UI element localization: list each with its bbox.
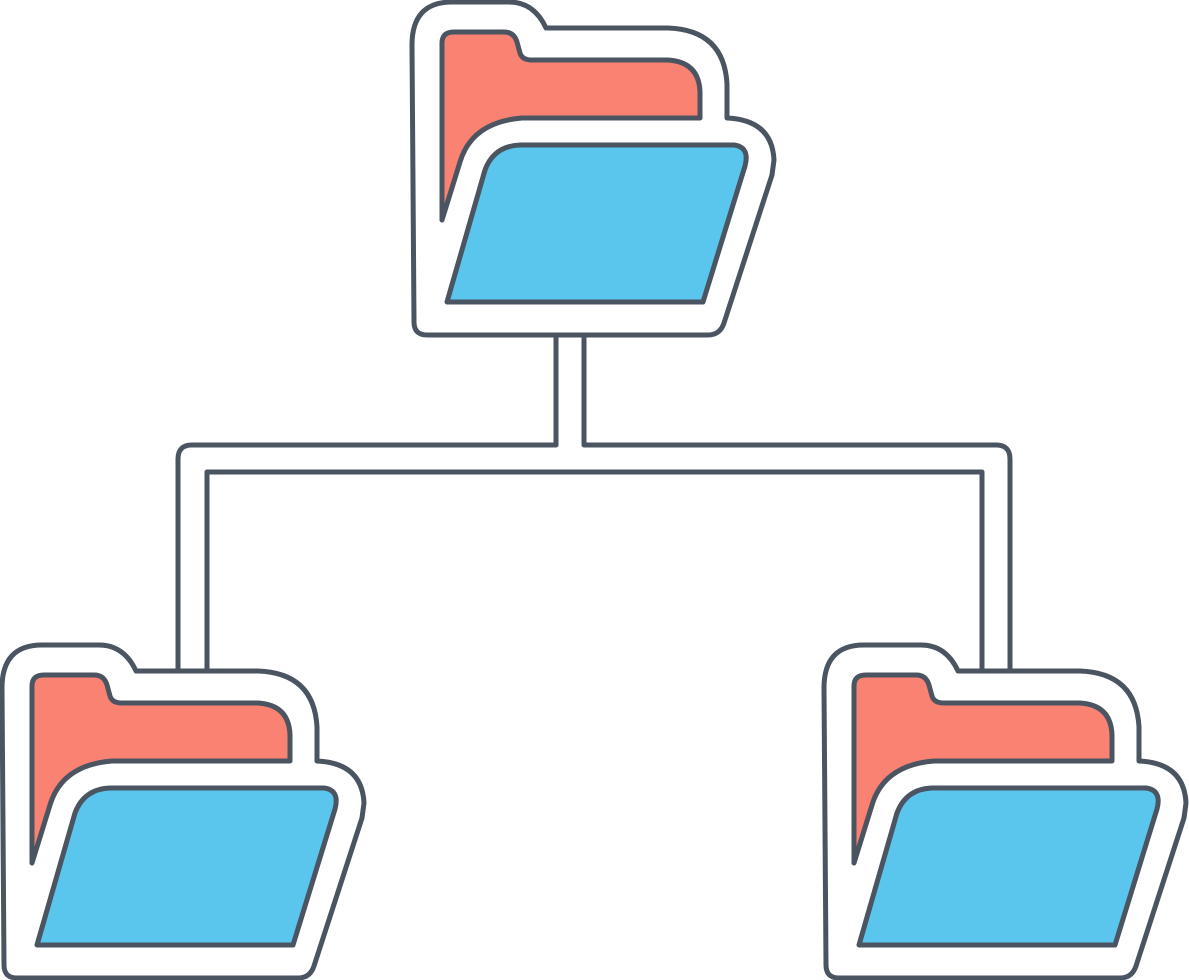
hierarchy-connector xyxy=(175,330,1013,672)
root-folder-icon xyxy=(412,2,774,335)
child-folder-right-icon xyxy=(824,645,1186,978)
child-folder-left-icon xyxy=(2,645,364,978)
